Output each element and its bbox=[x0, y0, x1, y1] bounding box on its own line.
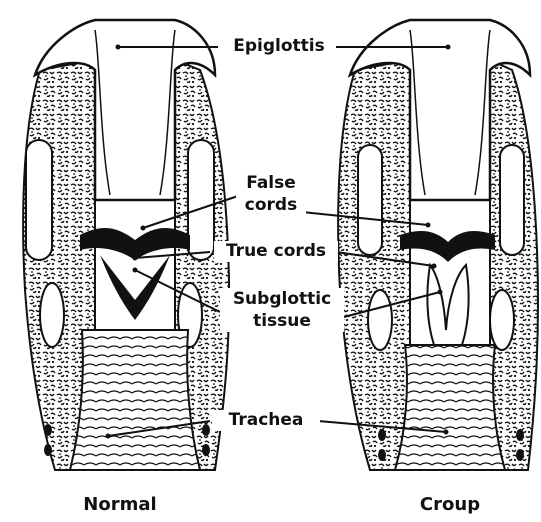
croup-subglottic-swelling bbox=[427, 265, 468, 345]
label-subglottic-line2: tissue bbox=[222, 310, 342, 332]
croup-left-cartilage bbox=[358, 145, 382, 255]
croup-larynx-illustration bbox=[338, 20, 538, 470]
croup-cords bbox=[400, 231, 495, 262]
croup-trachea bbox=[395, 345, 505, 470]
caption-croup: Croup bbox=[390, 494, 510, 515]
croup-right-cartilage bbox=[500, 145, 524, 255]
croup-outer-tissue-right bbox=[490, 60, 538, 470]
normal-right-cartilage bbox=[188, 140, 214, 260]
label-epiglottis: Epiglottis bbox=[222, 36, 336, 57]
label-subglottic-line1: Subglottic bbox=[222, 288, 342, 310]
label-subglottic-tissue: Subglottic tissue bbox=[220, 288, 344, 332]
label-false-cords-line2: cords bbox=[238, 194, 304, 216]
label-false-cords-line1: False bbox=[238, 172, 304, 194]
normal-larynx-illustration bbox=[23, 20, 229, 470]
label-true-cords: True cords bbox=[214, 241, 338, 262]
label-false-cords: False cords bbox=[236, 172, 306, 216]
normal-left-cartilage bbox=[26, 140, 52, 260]
label-trachea: Trachea bbox=[212, 410, 320, 431]
caption-normal: Normal bbox=[60, 494, 180, 515]
croup-outer-tissue-left bbox=[338, 60, 410, 470]
normal-trachea bbox=[70, 330, 200, 470]
